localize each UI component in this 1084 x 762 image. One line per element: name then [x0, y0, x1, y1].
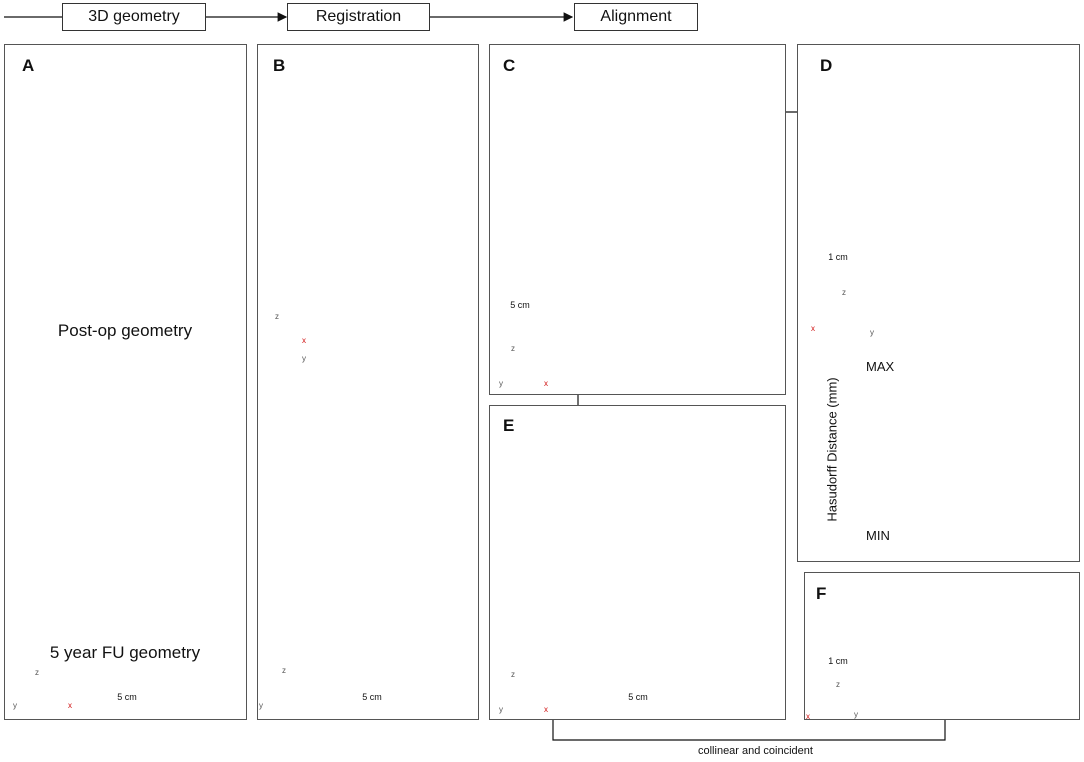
axis-z-c: z: [511, 344, 515, 353]
colorbar-max: MAX: [866, 359, 895, 374]
axis-x-b: x: [302, 336, 306, 345]
axis-x-f: x: [806, 712, 810, 721]
panel-b-label: B: [273, 56, 286, 75]
panel-c: [489, 44, 786, 395]
colorbar-min: MIN: [866, 528, 890, 543]
axis-y-f: y: [854, 710, 858, 719]
scale-label-d: 1 cm: [828, 252, 848, 262]
scale-label-f: 1 cm: [828, 656, 848, 666]
axis-z-b: z: [275, 312, 279, 321]
step-3d-geometry: 3D geometry: [62, 3, 206, 31]
axis-y-c: y: [499, 379, 503, 388]
axis-z-d: z: [842, 288, 846, 297]
panel-e-label: E: [503, 416, 515, 435]
panel-b: [257, 44, 479, 720]
panel-a: [4, 44, 247, 720]
scale-label-a: 5 cm: [117, 692, 137, 702]
panel-d: [797, 44, 1080, 562]
colorbar-title: Hasudorff Distance (mm): [824, 377, 840, 522]
panel-d-label: D: [820, 56, 833, 75]
step-registration: Registration: [287, 3, 430, 31]
axis-y-b: y: [302, 354, 306, 363]
panel-c-label: C: [503, 56, 516, 75]
postop-caption: Post-op geometry: [57, 321, 193, 340]
axis-z-b2: z: [282, 666, 286, 675]
step-alignment: Alignment: [574, 3, 698, 31]
axis-x-e: x: [544, 705, 548, 714]
footer-note: collinear and coincident: [698, 745, 813, 757]
axis-z-e: z: [511, 670, 515, 679]
scale-label-b: 5 cm: [362, 692, 382, 702]
fu-caption: 5 year FU geometry: [49, 643, 201, 662]
axis-x-d: x: [811, 324, 815, 333]
panel-f-label: F: [816, 584, 827, 603]
panel-a-label: A: [22, 56, 35, 75]
axis-x-a: x: [68, 701, 72, 710]
axis-y-d: y: [870, 328, 874, 337]
axis-z-f: z: [836, 680, 840, 689]
panel-e: [489, 405, 786, 720]
scale-label-e: 5 cm: [628, 692, 648, 702]
axis-z-a: z: [35, 668, 39, 677]
axis-y-e: y: [499, 705, 503, 714]
scale-label-c: 5 cm: [510, 300, 530, 310]
panel-f: [804, 572, 1080, 720]
axis-x-c: x: [544, 379, 548, 388]
axis-y-a: y: [13, 701, 17, 710]
axis-y-b2: y: [259, 701, 263, 710]
